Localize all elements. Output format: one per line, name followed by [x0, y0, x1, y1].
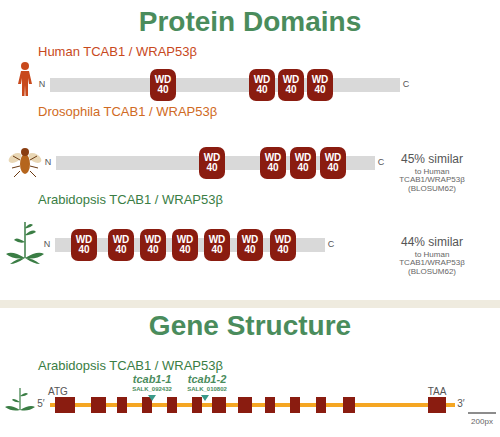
exon: [167, 397, 177, 413]
exon: [238, 397, 252, 413]
scale-label: 200px: [471, 418, 493, 426]
intron-line: [50, 403, 455, 407]
exon: [343, 397, 355, 413]
domain-name: WD 40: [154, 75, 172, 95]
terminus-label: N: [44, 240, 51, 249]
domain-name: WD 40: [75, 235, 93, 255]
wd40-domain: WD 40: [71, 229, 97, 261]
similarity-value: 44% similar: [401, 236, 463, 249]
icon-part: [19, 388, 20, 410]
allele-name: tcab1-2: [188, 374, 227, 386]
exon: [55, 397, 75, 413]
wd40-domain: WD 40: [108, 229, 134, 261]
domain-name: WD 40: [282, 75, 300, 95]
icon-part: [12, 393, 28, 402]
wd40-domain: WD 40: [140, 229, 166, 261]
section-heading: Gene Structure: [149, 311, 351, 340]
terminus-label: N: [45, 158, 52, 167]
wd40-domain: WD 40: [307, 69, 333, 101]
exon: [265, 397, 275, 413]
domain-name: WD 40: [241, 235, 259, 255]
species-label: Human TCAB1 / WRAP53β: [38, 45, 197, 59]
plant-icon: [5, 388, 35, 411]
exon: [316, 397, 326, 413]
exon: [212, 397, 226, 413]
wd40-domain: WD 40: [290, 147, 316, 179]
similarity-note: to Human TCAB1/WRAP53β (BLOSUM62): [396, 168, 468, 193]
codon-label: ATG: [48, 387, 68, 398]
wd40-domain: WD 40: [204, 229, 230, 261]
scale-bar: [468, 412, 496, 414]
icon-part: [5, 406, 35, 411]
wd40-domain: WD 40: [172, 229, 198, 261]
wd40-domain: WD 40: [150, 69, 176, 101]
exon: [117, 397, 127, 413]
domain-name: WD 40: [208, 235, 226, 255]
fly-icon: [7, 148, 43, 177]
bottom-panel: [0, 308, 500, 437]
exon: [290, 397, 300, 413]
similarity-note: to Human TCAB1/WRAP53β (BLOSUM62): [396, 251, 468, 276]
exons: [55, 397, 446, 413]
domain-name: WD 40: [253, 75, 271, 95]
line-id: SALK_092432: [132, 386, 172, 392]
exon: [142, 397, 152, 413]
icon-part: [18, 71, 32, 96]
domain-name: WD 40: [264, 153, 282, 173]
plant-icon: [6, 222, 44, 264]
domain-name: WD 40: [176, 235, 194, 255]
wd40-domain: WD 40: [270, 229, 296, 261]
allele-name: tcab1-1: [133, 374, 172, 386]
domain-name: WD 40: [311, 75, 329, 95]
wd40-domain: WD 40: [320, 147, 346, 179]
terminus-label: C: [403, 80, 410, 89]
exon: [192, 397, 202, 413]
title: Protein Domains: [139, 7, 361, 36]
species-label: Drosophila TCAB1 / WRAP53β: [38, 105, 217, 119]
top-panel: [0, 0, 500, 300]
domain-name: WD 40: [324, 153, 342, 173]
insertion-marker: [201, 395, 209, 401]
protein-bar: [50, 78, 400, 92]
terminus-label: N: [39, 80, 46, 89]
domain-name: WD 40: [203, 153, 221, 173]
line-id: SALK_010802: [187, 386, 227, 392]
domain-name: WD 40: [112, 235, 130, 255]
exon: [428, 397, 446, 413]
exon: [91, 397, 106, 413]
species-label: Arabidopsis TCAB1 / WRAP53β: [38, 193, 223, 207]
wd40-domain: WD 40: [260, 147, 286, 179]
icon-part: [21, 148, 29, 156]
codon-label: TAA: [428, 387, 447, 398]
species-label: Arabidopsis TCAB1 / WRAP53β: [38, 359, 223, 373]
strand-end: 3′: [457, 399, 464, 410]
strand-end: 5′: [37, 399, 44, 410]
similarity-value: 45% similar: [401, 153, 463, 166]
insertion-marker: [148, 395, 156, 401]
protein-bar: [55, 238, 325, 252]
icon-part: [12, 156, 38, 177]
wd40-domain: WD 40: [237, 229, 263, 261]
wd40-domain: WD 40: [249, 69, 275, 101]
domain-name: WD 40: [274, 235, 292, 255]
icon-part: [14, 224, 36, 243]
human-icon: [18, 62, 32, 96]
wd40-domain: WD 40: [199, 147, 225, 179]
icon-part: [6, 253, 44, 264]
wd40-domain: WD 40: [278, 69, 304, 101]
terminus-label: C: [328, 240, 335, 249]
icon-part: [21, 62, 29, 70]
domain-name: WD 40: [294, 153, 312, 173]
domain-name: WD 40: [144, 235, 162, 255]
protein-bar: [56, 156, 375, 170]
terminus-label: C: [378, 158, 385, 167]
icon-part: [20, 154, 30, 174]
